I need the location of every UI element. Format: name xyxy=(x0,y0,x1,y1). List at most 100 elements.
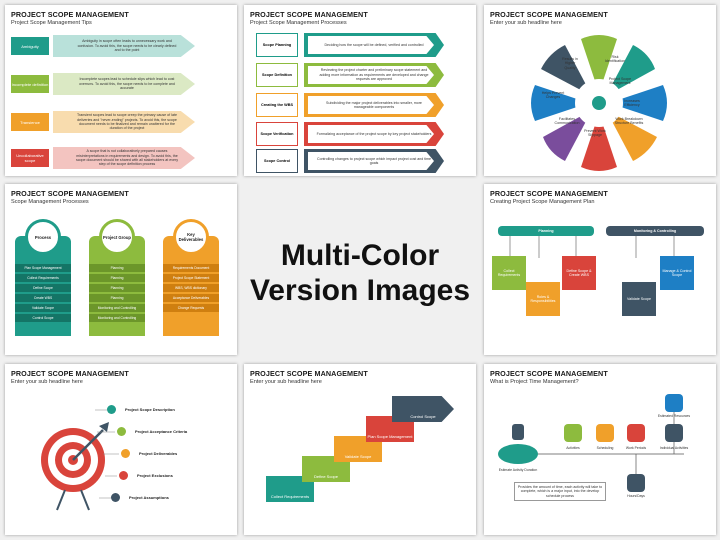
slide-scope-process-columns[interactable]: PROJECT SCOPE MANAGEMENT Scope Managemen… xyxy=(5,184,237,355)
petal-purple xyxy=(543,110,592,161)
time-node-label: Hours/Days xyxy=(627,494,645,498)
item-icon xyxy=(111,493,120,502)
column-row: Monitoring and Controlling xyxy=(89,314,145,322)
process-label: Scope Verification xyxy=(256,122,298,146)
slide-subtitle: What is Project Time Management? xyxy=(490,379,579,385)
process-arrow: Formalizing acceptance of the project sc… xyxy=(304,122,444,146)
slide-scope-staircase[interactable]: PROJECT SCOPE MANAGEMENT Enter your sub … xyxy=(244,364,476,535)
column-row: Requirements Document xyxy=(163,264,219,272)
time-node-label: Scheduling xyxy=(596,446,614,450)
target-icon xyxy=(41,422,109,511)
wheel-label: Work Breakdown Structure Benefits xyxy=(614,117,644,126)
process-arrow: Subdividing the major project deliverabl… xyxy=(304,93,444,117)
planning-bar: Planning xyxy=(498,226,594,236)
petal-navy xyxy=(541,45,592,96)
benefits-wheel xyxy=(531,35,667,171)
petal-orange xyxy=(606,110,657,161)
center-heading: Multi-Color Version Images xyxy=(244,238,476,309)
time-node-label: Individual Activities xyxy=(659,446,689,450)
column-row: Change Requests xyxy=(163,304,219,312)
slide-title: PROJECT SCOPE MANAGEMENT xyxy=(250,10,368,19)
slide-subtitle: Enter your sub headline here xyxy=(11,379,83,385)
tip-text: Transient scopes lead to scope creep the… xyxy=(53,111,195,133)
slide-subtitle: Enter your sub headline here xyxy=(250,379,322,385)
column-row: Create WBS xyxy=(15,294,71,302)
tip-label: Transience xyxy=(11,113,49,131)
slide-scope-benefits-wheel[interactable]: PROJECT SCOPE MANAGEMENT Enter your sub … xyxy=(484,5,716,176)
item-icon xyxy=(121,449,130,458)
wheel-label: Prevent Work Slippage xyxy=(584,129,606,138)
time-node-label: Estimated Resources xyxy=(657,414,691,418)
column-row: Collect Requirements xyxy=(15,274,71,282)
time-node-label: Activities xyxy=(566,446,580,450)
process-text: Subdividing the major project deliverabl… xyxy=(326,100,422,109)
target-connectors xyxy=(95,409,119,499)
petal-green xyxy=(581,35,617,93)
process-label: Scope Control xyxy=(256,149,298,173)
tip-text: Ambiguity in scope often leads to unnece… xyxy=(53,35,195,57)
column-row: Planning xyxy=(89,274,145,282)
target-item: Project Acceptance Criteria xyxy=(135,429,188,434)
slide-subtitle: Enter your sub headline here xyxy=(490,20,562,26)
item-icon xyxy=(107,405,116,414)
column-row: Plan Scope Management xyxy=(15,264,71,272)
slide-title: PROJECT SCOPE MANAGEMENT xyxy=(250,369,368,378)
slide-title: PROJECT SCOPE MANAGEMENT xyxy=(490,369,608,378)
wheel-label: Risk Identification xyxy=(604,55,626,64)
slide-title: PROJECT SCOPE MANAGEMENT xyxy=(11,10,129,19)
wheel-label: Helps Prevent Changes xyxy=(541,91,565,100)
slide-title: PROJECT SCOPE MANAGEMENT xyxy=(11,189,129,198)
slide-scope-plan[interactable]: PROJECT SCOPE MANAGEMENT Creating Projec… xyxy=(484,184,716,355)
tip-label: Uncollaborative scope xyxy=(11,149,49,167)
scheduling-icon xyxy=(596,424,614,442)
process-label: Scope Planning xyxy=(256,33,298,57)
slide-scope-processes[interactable]: PROJECT SCOPE MANAGEMENT Project Scope M… xyxy=(244,5,476,176)
column-title: Process xyxy=(25,219,61,255)
item-icon xyxy=(119,471,128,480)
process-arrow: Deciding how the scope will be defined, … xyxy=(304,33,444,57)
target-item: Project Deliverables xyxy=(139,451,178,456)
activities-icon xyxy=(564,424,582,442)
column-row: Planning xyxy=(89,294,145,302)
resources-icon xyxy=(665,394,683,412)
process-arrow: Controlling changes to project scope whi… xyxy=(304,149,444,173)
target-item: Project Scope Description xyxy=(125,407,175,412)
time-node-label: Work Periods xyxy=(625,446,647,450)
process-label: Scope Definition xyxy=(256,63,298,87)
process-text: Reviewing the project charter and prelim… xyxy=(319,68,429,82)
wheel-label: Results in Higher Quality xyxy=(562,57,578,70)
process-label: Creating the WBS xyxy=(256,93,298,117)
slide-title: PROJECT SCOPE MANAGEMENT xyxy=(490,189,608,198)
column-row: Monitoring and Controlling xyxy=(89,304,145,312)
process-text: Formalizing acceptance of the project sc… xyxy=(316,131,432,136)
plan-box: Validate Scope xyxy=(622,282,656,316)
slide-subtitle: Project Scope Management Tips xyxy=(11,20,92,26)
tip-label: Incomplete definition xyxy=(11,75,49,93)
center-heading-line2: Version Images xyxy=(249,274,471,308)
item-icon xyxy=(117,427,126,436)
petal-blue xyxy=(609,85,667,121)
column-row: Planning xyxy=(89,284,145,292)
person-icon xyxy=(512,424,524,440)
process-arrow: Reviewing the project charter and prelim… xyxy=(304,63,444,87)
slide-scope-tips[interactable]: PROJECT SCOPE MANAGEMENT Project Scope M… xyxy=(5,5,237,176)
slide-subtitle: Project Scope Management Processes xyxy=(250,20,347,26)
petal-blue-2 xyxy=(531,85,589,121)
slide-subtitle: Scope Management Processes xyxy=(11,199,89,205)
plan-box: Roles & Responsibilities xyxy=(526,282,560,316)
column-row: Project Scope Statement xyxy=(163,274,219,282)
petal-teal xyxy=(606,45,655,96)
column-title: Project Group xyxy=(99,219,135,255)
target-item: Project Assumptions xyxy=(129,495,169,500)
slide-time-management[interactable]: PROJECT SCOPE MANAGEMENT What is Project… xyxy=(484,364,716,535)
column-row: Acceptance Deliverables xyxy=(163,294,219,302)
wheel-label: Increases Efficiency xyxy=(624,99,640,108)
slide-scope-target[interactable]: PROJECT SCOPE MANAGEMENT Enter your sub … xyxy=(5,364,237,535)
time-note: Provides the amount of time, each activi… xyxy=(514,482,606,502)
petal-red xyxy=(581,113,617,171)
process-text: Controlling changes to project scope whi… xyxy=(316,156,432,165)
plan-box: Manage & Control Scope xyxy=(660,256,694,290)
column-row: Validate Scope xyxy=(15,304,71,312)
hours-icon xyxy=(627,474,645,492)
tip-label: Ambiguity xyxy=(11,37,49,55)
